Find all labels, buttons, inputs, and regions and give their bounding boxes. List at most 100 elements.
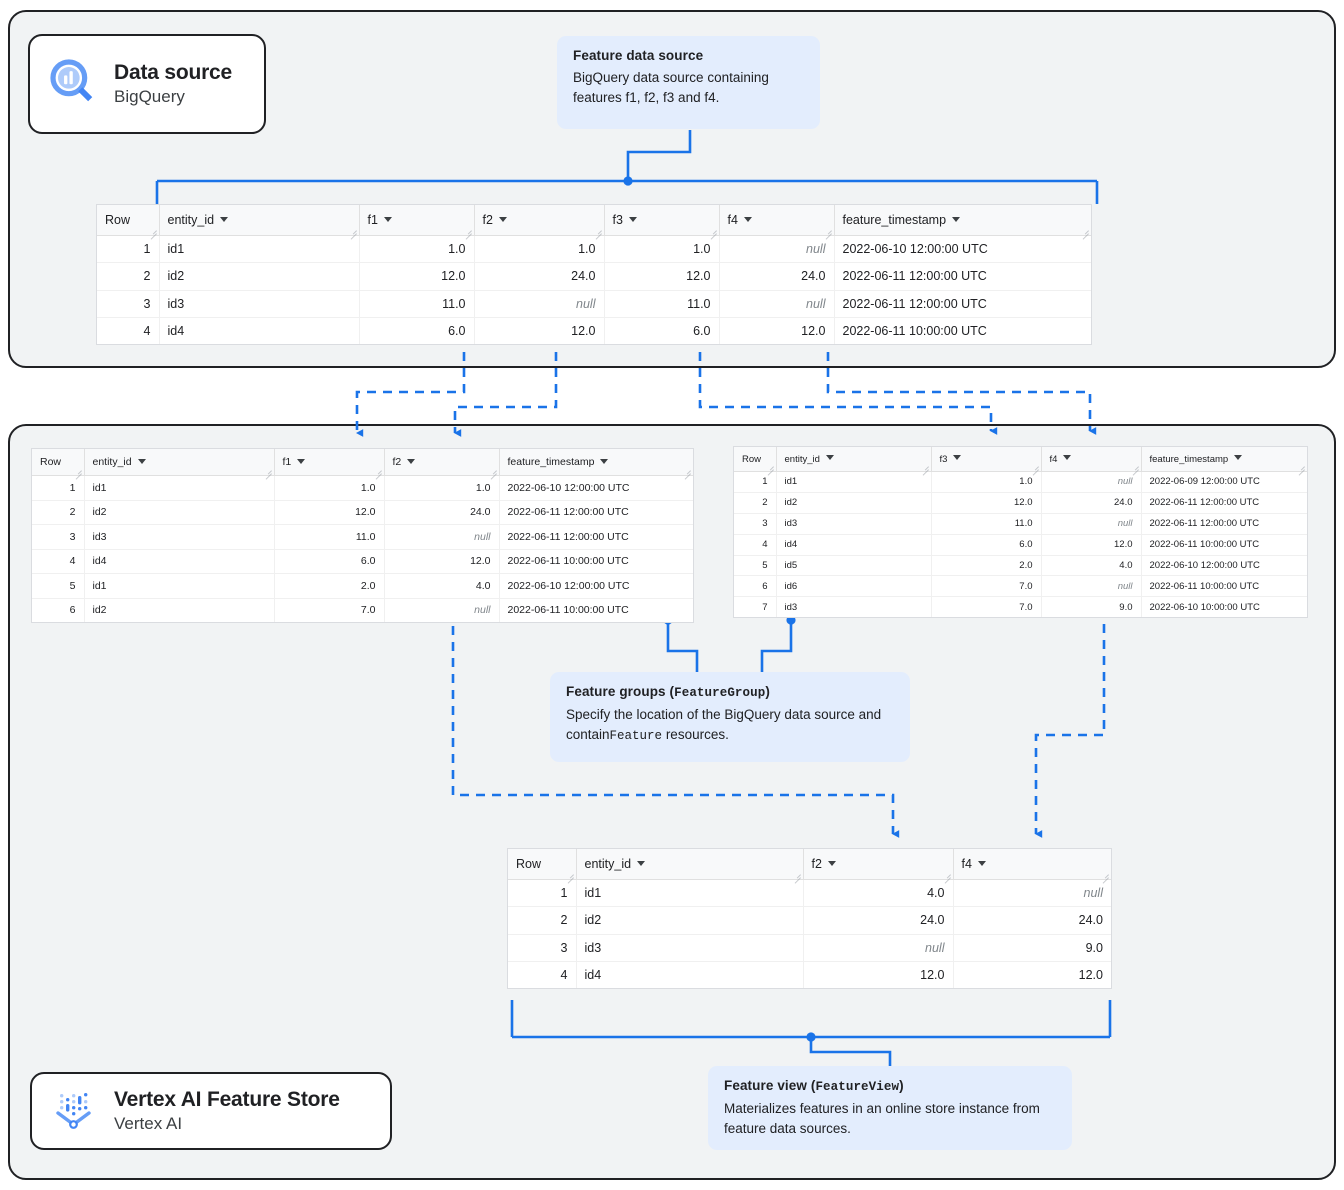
column-header-f1[interactable]: f1 xyxy=(274,449,385,476)
table-cell-feature_timestamp: 2022-06-11 10:00:00 UTC xyxy=(842,324,987,339)
table-cell-entity_id: id2 xyxy=(576,906,804,935)
column-resize-grip-icon[interactable] xyxy=(594,226,602,234)
null-value: null xyxy=(806,242,826,257)
column-header-row[interactable]: Row xyxy=(734,447,777,472)
column-resize-grip-icon[interactable] xyxy=(1131,462,1139,470)
column-resize-grip-icon[interactable] xyxy=(709,226,717,234)
column-header-f2[interactable]: f2 xyxy=(384,449,500,476)
column-header-row[interactable]: Row xyxy=(32,449,85,476)
column-header-f4[interactable]: f4 xyxy=(1041,447,1142,472)
chevron-down-icon[interactable] xyxy=(498,217,507,223)
row-number-cell: 6 xyxy=(32,598,85,622)
column-resize-grip-icon[interactable] xyxy=(1031,462,1039,470)
column-resize-grip-icon[interactable] xyxy=(793,870,801,878)
table-cell-entity_id: id3 xyxy=(576,934,804,962)
callout-feature-groups-body-a: Specify the location of the BigQuery dat… xyxy=(566,707,882,742)
table-cell-f4: null xyxy=(953,879,1111,908)
column-resize-grip-icon[interactable] xyxy=(374,466,382,474)
chevron-down-icon[interactable] xyxy=(1234,455,1243,461)
null-value: null xyxy=(474,530,491,543)
column-resize-grip-icon[interactable] xyxy=(464,226,472,234)
callout-feature-data-source-body: BigQuery data source containing features… xyxy=(573,70,769,105)
column-resize-grip-icon[interactable] xyxy=(1081,226,1089,234)
column-resize-grip-icon[interactable] xyxy=(683,466,691,474)
row-number-cell: 2 xyxy=(734,492,777,514)
column-header-row[interactable]: Row xyxy=(508,849,577,880)
chevron-down-icon[interactable] xyxy=(137,458,146,464)
column-header-entity_id[interactable]: entity_id xyxy=(576,849,804,880)
chevron-down-icon[interactable] xyxy=(953,455,962,461)
table-cell-f3: 11.0 xyxy=(931,513,1042,535)
chevron-down-icon[interactable] xyxy=(977,861,986,867)
column-resize-grip-icon[interactable] xyxy=(349,226,357,234)
table-cell-f4: 12.0 xyxy=(719,317,835,345)
column-header-entity_id[interactable]: entity_id xyxy=(776,447,932,472)
callout-feature-groups-body-b: resources. xyxy=(662,726,729,742)
chevron-down-icon[interactable] xyxy=(637,861,646,867)
row-number-cell: 4 xyxy=(32,549,85,574)
table-cell-feature_timestamp: 2022-06-11 12:00:00 UTC xyxy=(1141,513,1307,535)
callout-feature-view-title-code: FeatureView xyxy=(815,1080,900,1094)
column-resize-grip-icon[interactable] xyxy=(149,226,157,234)
chevron-down-icon[interactable] xyxy=(407,458,416,464)
column-header-row[interactable]: Row xyxy=(97,205,160,236)
row-number-cell: 1 xyxy=(97,235,160,264)
column-resize-grip-icon[interactable] xyxy=(1101,870,1109,878)
column-resize-grip-icon[interactable] xyxy=(489,466,497,474)
chevron-down-icon[interactable] xyxy=(1063,455,1072,461)
callout-feature-view-body: Materializes features in an online store… xyxy=(724,1101,1040,1136)
column-header-f3[interactable]: f3 xyxy=(604,205,720,236)
chevron-down-icon[interactable] xyxy=(952,217,961,223)
column-header-feature_timestamp[interactable]: feature_timestamp xyxy=(1141,447,1307,472)
column-header-feature_timestamp[interactable]: feature_timestamp xyxy=(834,205,1091,236)
column-resize-grip-icon[interactable] xyxy=(921,462,929,470)
column-header-f2[interactable]: f2 xyxy=(474,205,605,236)
callout-feature-groups-title: Feature groups (FeatureGroup) xyxy=(566,684,894,700)
chevron-down-icon[interactable] xyxy=(827,861,836,867)
table-cell-feature_timestamp: 2022-06-11 10:00:00 UTC xyxy=(499,549,693,574)
row-number-cell: 3 xyxy=(97,290,160,318)
column-resize-grip-icon[interactable] xyxy=(943,870,951,878)
column-header-f4[interactable]: f4 xyxy=(953,849,1111,880)
chevron-down-icon[interactable] xyxy=(383,217,392,223)
column-header-entity_id[interactable]: entity_id xyxy=(84,449,275,476)
table-cell-entity_id: id2 xyxy=(84,500,275,525)
table-cell-f4: 9.0 xyxy=(1041,596,1142,618)
column-resize-grip-icon[interactable] xyxy=(766,462,774,470)
table-cell-f4: 9.0 xyxy=(953,934,1111,962)
column-header-f3[interactable]: f3 xyxy=(931,447,1042,472)
column-header-f4[interactable]: f4 xyxy=(719,205,835,236)
chevron-down-icon[interactable] xyxy=(743,217,752,223)
chevron-down-icon[interactable] xyxy=(297,458,306,464)
row-number-cell: 2 xyxy=(32,500,85,525)
column-resize-grip-icon[interactable] xyxy=(1297,462,1305,470)
chevron-down-icon[interactable] xyxy=(600,458,609,464)
column-header-feature_timestamp[interactable]: feature_timestamp xyxy=(499,449,693,476)
chevron-down-icon[interactable] xyxy=(220,217,229,223)
table-cell-entity_id: id3 xyxy=(159,290,360,318)
column-resize-grip-icon[interactable] xyxy=(566,870,574,878)
table-cell-f3: 7.0 xyxy=(931,575,1042,598)
table-cell-entity_id: id1 xyxy=(84,475,275,501)
column-resize-grip-icon[interactable] xyxy=(74,466,82,474)
column-resize-grip-icon[interactable] xyxy=(264,466,272,474)
column-header-f1[interactable]: f1 xyxy=(359,205,475,236)
table-cell-entity_id: id3 xyxy=(84,524,275,550)
table-cell-f3: 1.0 xyxy=(931,471,1042,493)
column-resize-grip-icon[interactable] xyxy=(824,226,832,234)
column-header-entity_id[interactable]: entity_id xyxy=(159,205,360,236)
column-header-f2[interactable]: f2 xyxy=(803,849,954,880)
table-cell-entity_id: id5 xyxy=(776,555,932,577)
vertex-ai-feature-store-icon xyxy=(50,1085,98,1138)
table-cell-feature_timestamp: 2022-06-09 12:00:00 UTC xyxy=(1141,471,1307,493)
chevron-down-icon[interactable] xyxy=(628,217,637,223)
table-cell-f2: 12.0 xyxy=(474,317,605,345)
chevron-down-icon[interactable] xyxy=(825,455,834,461)
